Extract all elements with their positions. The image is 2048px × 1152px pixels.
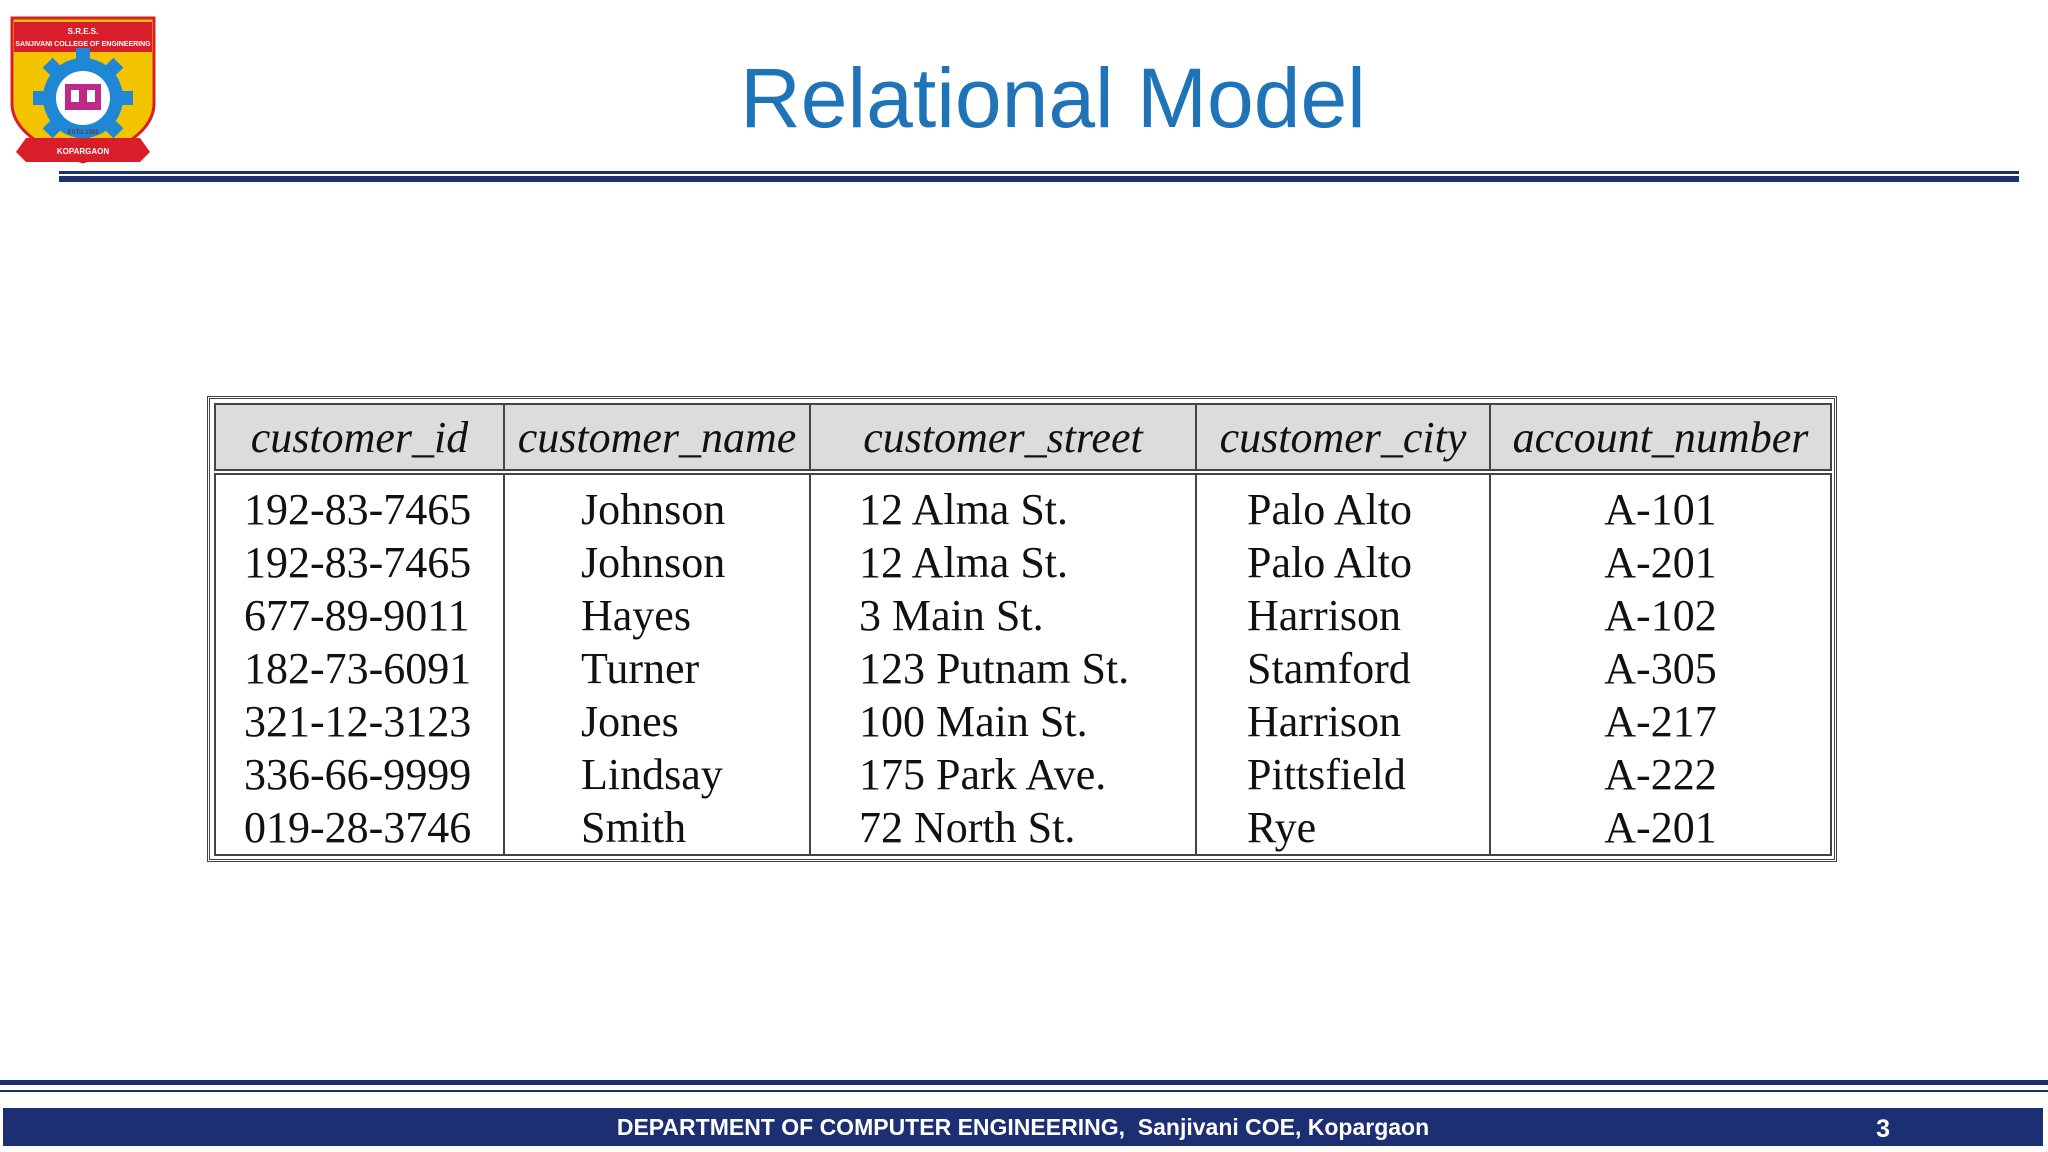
footer-rule-thin — [0, 1090, 2048, 1092]
logo-text-place: KOPARGAON — [57, 147, 110, 156]
customer-name-cell: Hayes — [503, 589, 811, 642]
account-number-cell: A-305 — [1489, 642, 1832, 695]
column-header: account_number — [1489, 403, 1832, 475]
table-row: 182-73-6091 Turner 123 Putnam St. Stamfo… — [214, 642, 1832, 695]
logo-text-college: SANJIVANI COLLEGE OF ENGINEERING — [15, 41, 151, 48]
customer-name-cell: Johnson — [503, 536, 811, 589]
customer-name-cell: Jones — [503, 695, 811, 748]
customer-id-cell: 321-12-3123 — [214, 695, 505, 748]
account-number-cell: A-102 — [1489, 589, 1832, 642]
slide-title: Relational Model — [740, 51, 1366, 145]
customer-street-cell: 12 Alma St. — [809, 472, 1197, 536]
account-number-cell: A-201 — [1489, 536, 1832, 589]
column-header: customer_id — [214, 403, 505, 475]
table-row: 336-66-9999 Lindsay 175 Park Ave. Pittsf… — [214, 748, 1832, 801]
customer-city-cell: Rye — [1195, 801, 1491, 856]
customer-name-cell: Johnson — [503, 472, 811, 536]
customer-name-cell: Turner — [503, 642, 811, 695]
table-row: 677-89-9011 Hayes 3 Main St. Harrison A-… — [214, 589, 1832, 642]
customer-city-cell: Harrison — [1195, 589, 1491, 642]
table-row: 192-83-7465 Johnson 12 Alma St. Palo Alt… — [214, 472, 1832, 536]
table-row: 321-12-3123 Jones 100 Main St. Harrison … — [214, 695, 1832, 748]
account-number-cell: A-101 — [1489, 472, 1832, 536]
account-number-cell: A-201 — [1489, 801, 1832, 856]
table-row: 019-28-3746 Smith 72 North St. Rye A-201 — [214, 801, 1832, 856]
customer-id-cell: 192-83-7465 — [214, 472, 505, 536]
customer-city-cell: Pittsfield — [1195, 748, 1491, 801]
customer-street-cell: 3 Main St. — [809, 589, 1197, 642]
footer-bar: DEPARTMENT OF COMPUTER ENGINEERING, Sanj… — [3, 1108, 2043, 1146]
customer-street-cell: 175 Park Ave. — [809, 748, 1197, 801]
customer-id-cell: 019-28-3746 — [214, 801, 505, 856]
customer-name-cell: Smith — [503, 801, 811, 856]
column-header: customer_city — [1195, 403, 1491, 475]
table-row: 192-83-7465 Johnson 12 Alma St. Palo Alt… — [214, 536, 1832, 589]
customer-name-cell: Lindsay — [503, 748, 811, 801]
column-header: customer_name — [503, 403, 811, 475]
account-number-cell: A-217 — [1489, 695, 1832, 748]
slide-number: 3 — [1876, 1115, 1890, 1143]
customer-street-cell: 123 Putnam St. — [809, 642, 1197, 695]
column-header: customer_street — [809, 403, 1197, 475]
customer-city-cell: Palo Alto — [1195, 472, 1491, 536]
customer-relation-table: customer_id customer_name customer_stree… — [214, 403, 1832, 856]
customer-id-cell: 677-89-9011 — [214, 589, 505, 642]
customer-id-cell: 192-83-7465 — [214, 536, 505, 589]
customer-street-cell: 100 Main St. — [809, 695, 1197, 748]
college-logo: S.R.E.S. SANJIVANI COLLEGE OF ENGINEERIN… — [2, 10, 164, 170]
customer-city-cell: Harrison — [1195, 695, 1491, 748]
customer-city-cell: Stamford — [1195, 642, 1491, 695]
footer-rule-thick — [0, 1080, 2048, 1085]
customer-street-cell: 12 Alma St. — [809, 536, 1197, 589]
customer-street-cell: 72 North St. — [809, 801, 1197, 856]
header-rule-thin — [59, 171, 2019, 174]
header-rule-thick — [59, 176, 2019, 182]
customer-city-cell: Palo Alto — [1195, 536, 1491, 589]
customer-id-cell: 182-73-6091 — [214, 642, 505, 695]
account-number-cell: A-222 — [1489, 748, 1832, 801]
table-header-row: customer_id customer_name customer_stree… — [214, 403, 1832, 475]
relation-table-frame: customer_id customer_name customer_stree… — [207, 396, 1837, 862]
logo-text-estd: ESTD.1983 — [67, 130, 99, 136]
customer-id-cell: 336-66-9999 — [214, 748, 505, 801]
logo-text-top: S.R.E.S. — [68, 27, 99, 36]
footer-department-text: DEPARTMENT OF COMPUTER ENGINEERING, Sanj… — [616, 1114, 1430, 1140]
